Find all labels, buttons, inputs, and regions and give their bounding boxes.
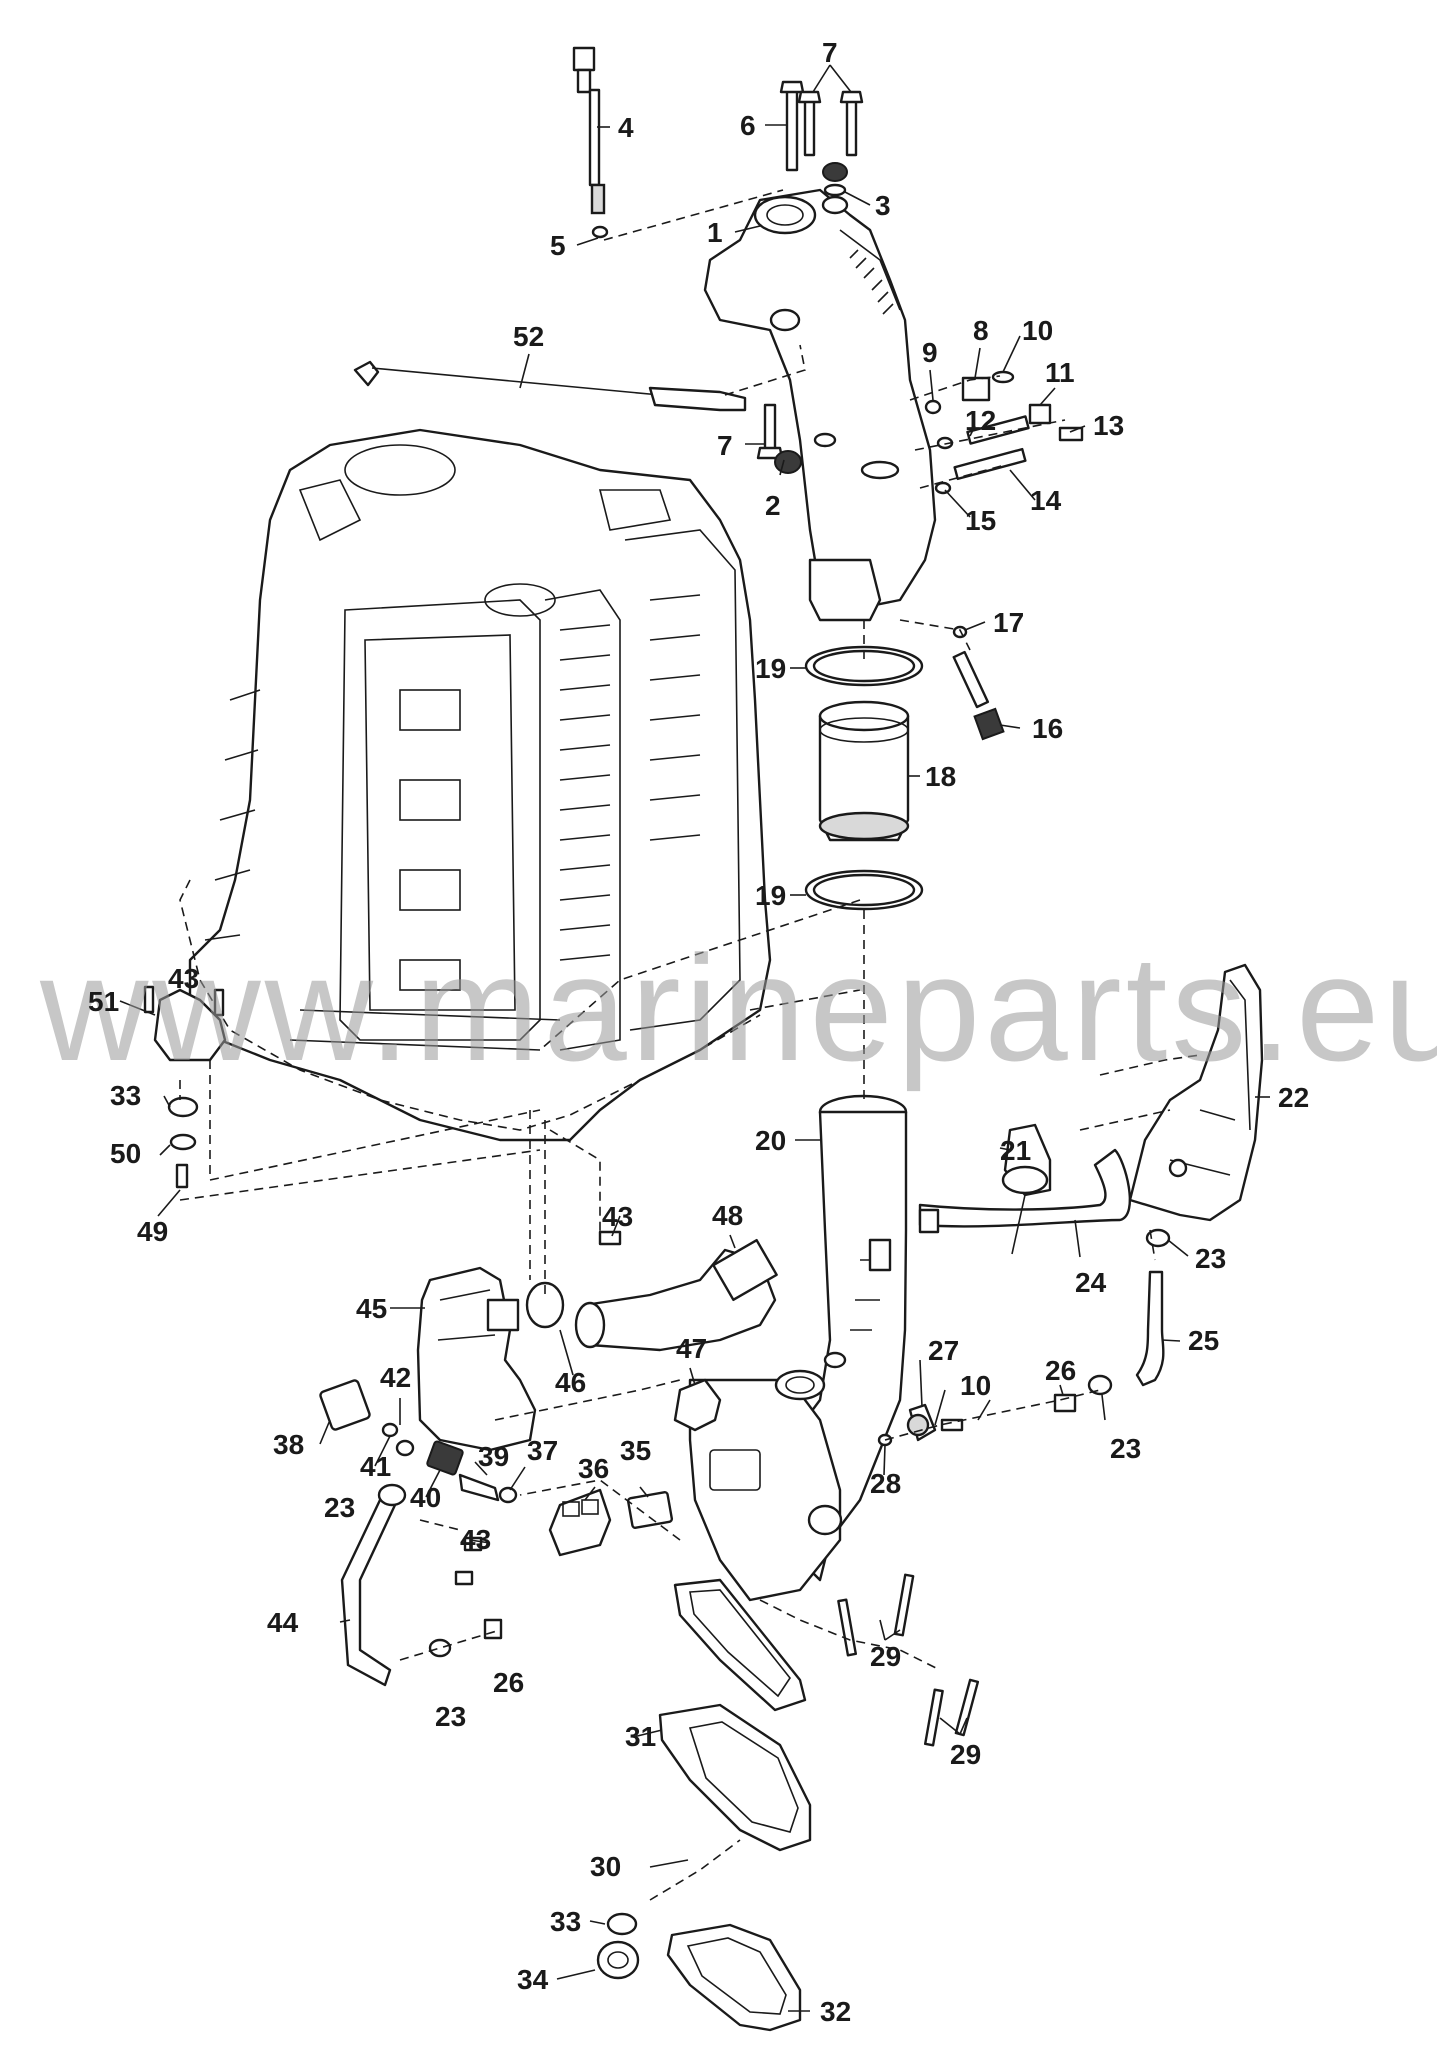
engine-block [179, 428, 772, 1142]
callout-27: 27 [928, 1335, 959, 1366]
callout-41: 41 [360, 1451, 391, 1482]
callout-33a: 33 [550, 1906, 581, 1937]
callout-17: 17 [993, 607, 1024, 638]
hose-part-44 [340, 1483, 503, 1687]
callout-20: 20 [755, 1125, 786, 1156]
duct-part-46-48 [525, 1238, 778, 1352]
callout-39: 39 [478, 1441, 509, 1472]
drain-plug-33-34 [596, 1912, 640, 1980]
exhaust-adapter-part-1 [703, 188, 937, 622]
callout-23d: 23 [435, 1701, 466, 1732]
sensor-part-51 [143, 985, 622, 1586]
elbow-part-47 [673, 1378, 722, 1432]
callout-37: 37 [527, 1435, 558, 1466]
valve-housing-36 [548, 1488, 674, 1557]
callout-23c: 23 [324, 1492, 355, 1523]
callout-leaders [119, 64, 1270, 2012]
callout-38: 38 [273, 1429, 304, 1460]
callout-18: 18 [925, 761, 956, 792]
callout-10b: 10 [960, 1370, 991, 1401]
callout-50: 50 [110, 1138, 141, 1169]
cable-part-52 [353, 360, 747, 412]
callout-21: 21 [1000, 1135, 1031, 1166]
callout-25: 25 [1188, 1325, 1219, 1356]
callout-23a: 23 [1195, 1243, 1226, 1274]
callout-43a: 43 [168, 963, 199, 994]
callout-19a: 19 [755, 653, 786, 684]
housing-part-45 [416, 1266, 537, 1452]
bolts-29 [837, 1573, 980, 1747]
callout-7b: 7 [717, 430, 733, 461]
callout-9: 9 [922, 337, 938, 368]
watermark-text: www.marineparts.eu [39, 924, 1437, 1092]
callout-10a: 10 [1022, 315, 1053, 346]
callout-11: 11 [1045, 357, 1075, 388]
callout-28: 28 [870, 1468, 901, 1499]
callout-12: 12 [965, 405, 996, 436]
callout-6: 6 [740, 110, 756, 141]
callout-3: 3 [875, 190, 891, 221]
callout-45: 45 [356, 1293, 387, 1324]
callout-29a: 29 [870, 1641, 901, 1672]
callout-16: 16 [1032, 713, 1063, 744]
callout-40: 40 [410, 1482, 441, 1513]
gaskets-30-32 [658, 1578, 812, 2032]
callout-15: 15 [965, 505, 996, 536]
hose-part-25 [1053, 1228, 1171, 1413]
callout-labels: 1 2 3 4 5 6 7 7 8 9 10 10 11 12 13 14 15… [88, 37, 1309, 2027]
callout-7a: 7 [822, 37, 838, 68]
callout-36: 36 [578, 1453, 609, 1484]
callout-4: 4 [618, 112, 634, 143]
callout-14: 14 [1030, 485, 1062, 516]
callout-23b: 23 [1110, 1433, 1141, 1464]
callout-8: 8 [973, 315, 989, 346]
callout-48: 48 [712, 1200, 743, 1231]
callout-2: 2 [765, 490, 781, 521]
sensor-part-4 [572, 46, 606, 215]
callout-52: 52 [513, 321, 544, 352]
callout-34: 34 [517, 1964, 549, 1995]
callout-33b: 33 [110, 1080, 141, 1111]
callout-42: 42 [380, 1362, 411, 1393]
callout-35: 35 [620, 1435, 651, 1466]
sleeve-part-18 [804, 645, 924, 911]
callout-43c: 43 [460, 1524, 491, 1555]
callout-22: 22 [1278, 1082, 1309, 1113]
hose-part-24 [918, 1148, 1131, 1234]
callout-1: 1 [707, 217, 723, 248]
callout-49: 49 [137, 1216, 168, 1247]
callout-47: 47 [676, 1333, 707, 1364]
callout-13: 13 [1093, 410, 1124, 441]
callout-5: 5 [550, 230, 566, 261]
callout-43b: 43 [602, 1201, 633, 1232]
callout-44: 44 [267, 1607, 299, 1638]
spring-parts-37-42 [319, 1379, 518, 1504]
callout-26a: 26 [1045, 1355, 1076, 1386]
assembly-lines [179, 189, 1201, 1901]
callout-26b: 26 [493, 1667, 524, 1698]
top-fasteners [591, 80, 864, 474]
callout-32: 32 [820, 1996, 851, 2027]
reservoir-part-22 [1128, 963, 1264, 1222]
connector-part-21 [1001, 1123, 1052, 1197]
exhaust-housing-part-20 [688, 1094, 908, 1602]
callout-46: 46 [555, 1367, 586, 1398]
callout-30: 30 [590, 1851, 621, 1882]
callout-19b: 19 [755, 880, 786, 911]
callout-51: 51 [88, 986, 119, 1017]
callout-29b: 29 [950, 1739, 981, 1770]
callout-31: 31 [625, 1721, 656, 1752]
callout-24: 24 [1075, 1267, 1107, 1298]
fittings-8-16 [924, 370, 1084, 741]
